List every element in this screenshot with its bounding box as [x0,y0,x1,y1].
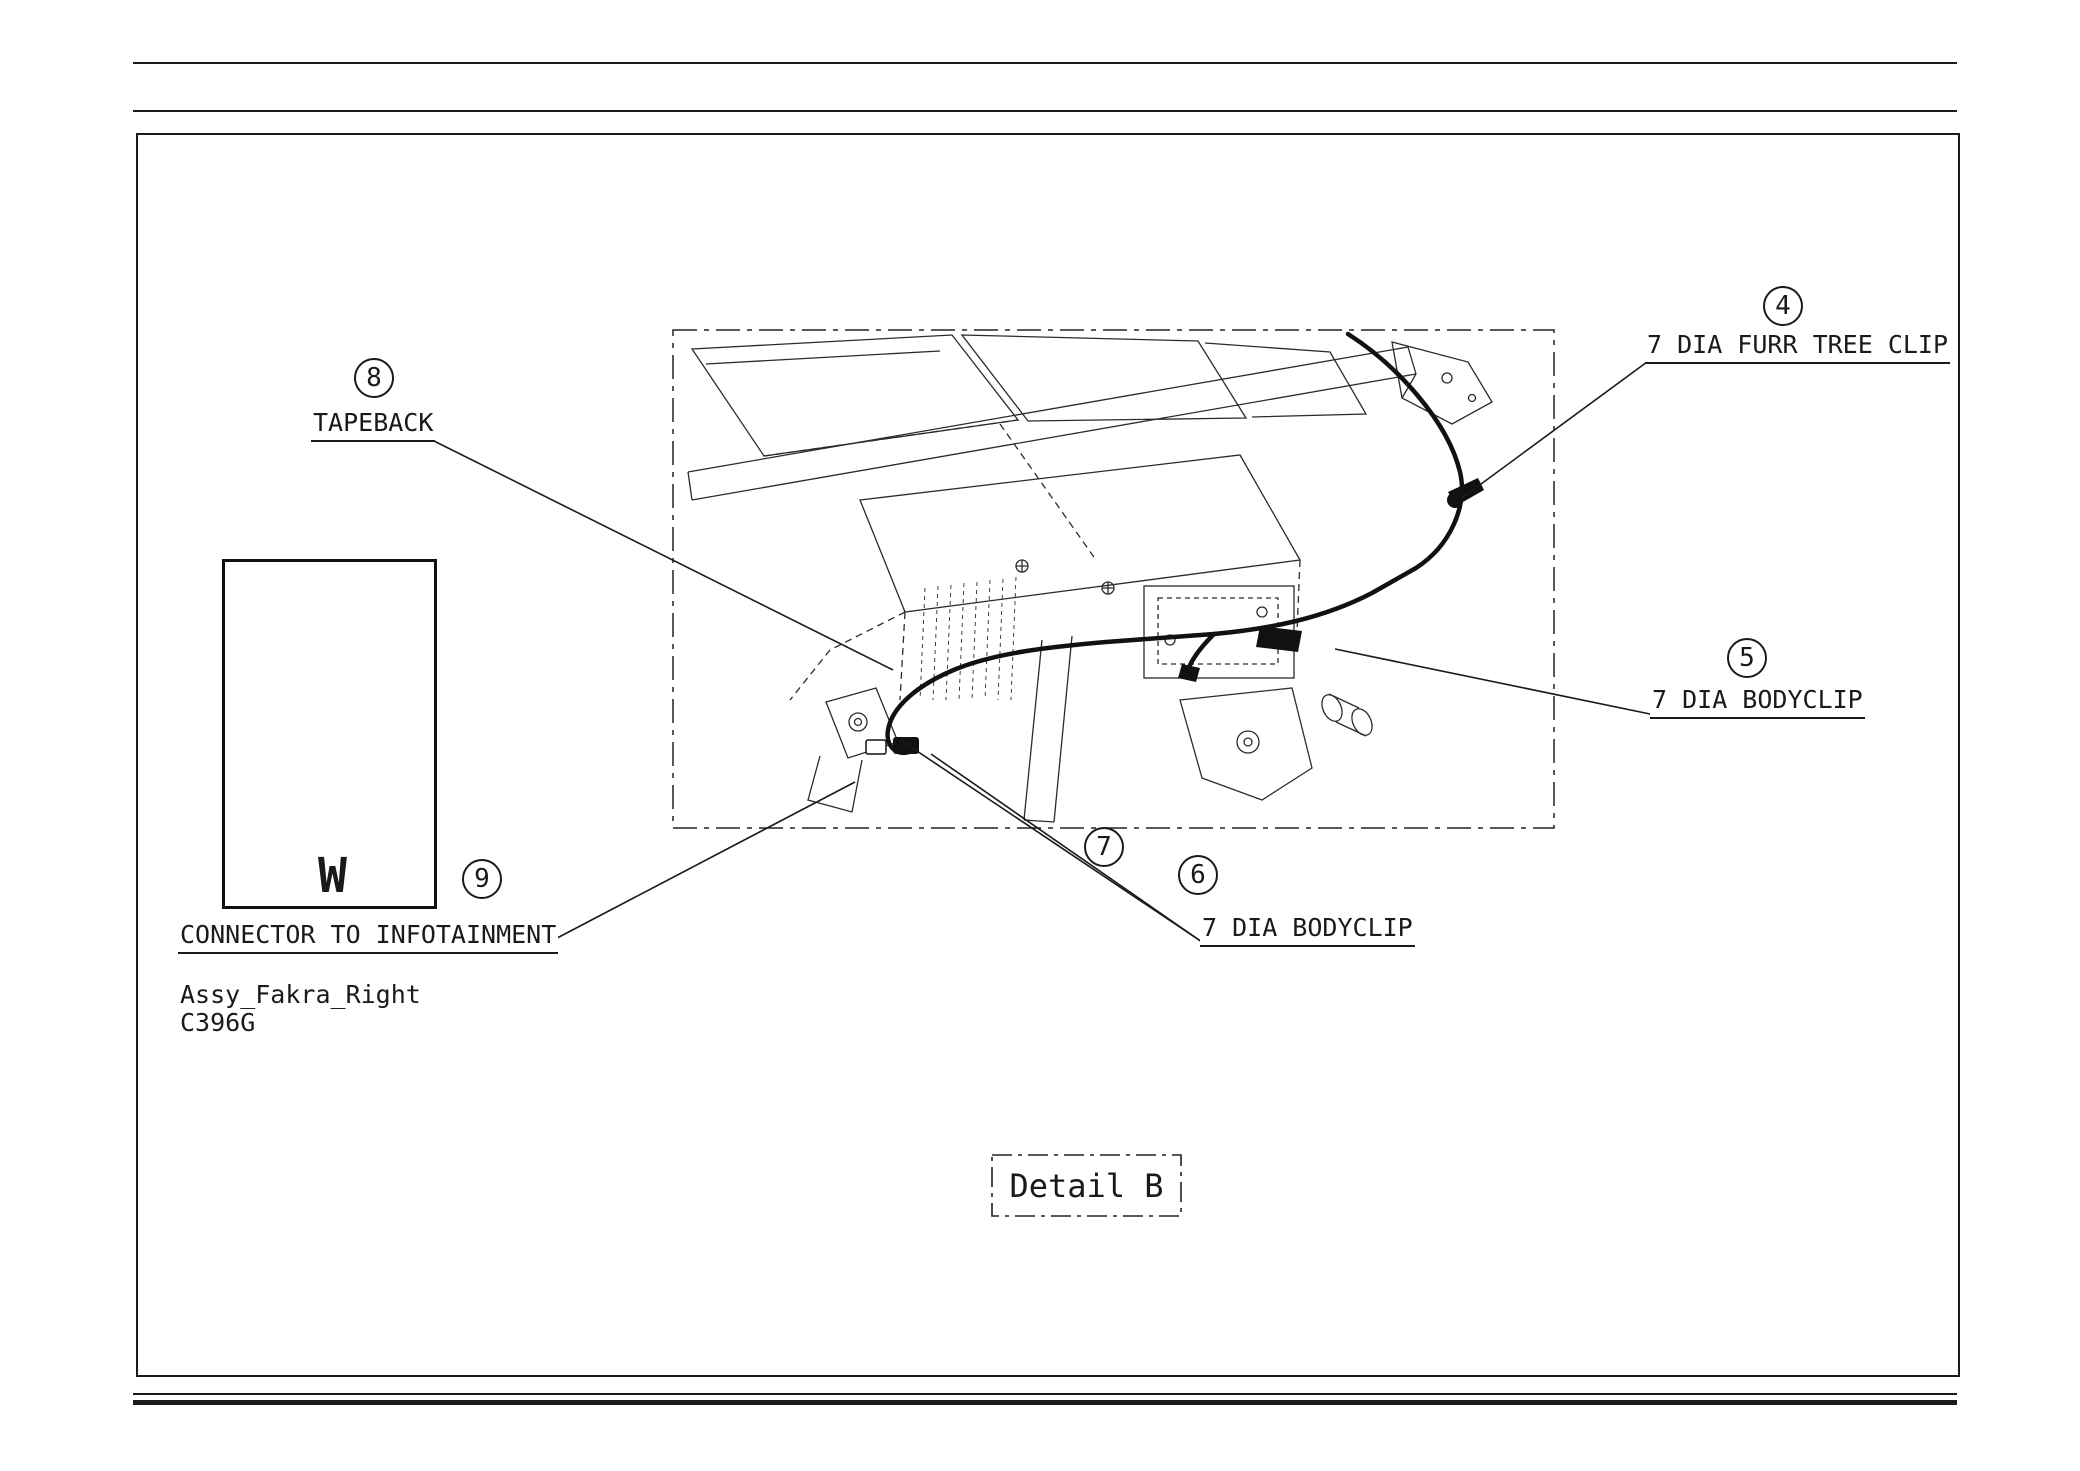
callout-label-furr-tree-clip: 7 DIA FURR TREE CLIP [1645,330,1951,364]
harness-clips [893,478,1484,754]
callout-number-7: 7 [1096,832,1112,862]
callout-balloon-6: 6 [1178,855,1218,895]
callout-balloon-8: 8 [354,358,394,398]
callout-number-8: 8 [366,363,382,393]
harness-end-connector [865,739,887,755]
callout-label-tapeback: TAPEBACK [311,408,436,442]
part-name-text: Assy_Fakra_Right [180,980,421,1009]
callout-label-bodyclip-6-7: 7 DIA BODYCLIP [1200,913,1415,947]
callout-label-connector-infotainment: CONNECTOR TO INFOTAINMENT [178,920,559,954]
detail-label: Detail B [1009,1166,1164,1205]
callout-number-9: 9 [474,864,490,894]
top-rule-2 [133,110,1957,112]
vehicle-structure [687,334,1493,823]
connector-id-text: C396G [180,1008,256,1037]
callout-label-bodyclip-5: 7 DIA BODYCLIP [1650,685,1865,719]
top-rule-1 [133,62,1957,64]
bottom-rule-thin [133,1393,1957,1395]
leader-lines [427,361,1651,948]
callout-number-6: 6 [1190,860,1206,890]
inset-connector-box [222,559,437,909]
callout-balloon-9: 9 [462,859,502,899]
inset-marking-w: W [318,848,347,904]
view-frame [672,329,1555,829]
callout-balloon-4: 4 [1763,286,1803,326]
detail-label-frame [991,1154,1182,1217]
harness-cable [885,331,1465,756]
callout-balloon-5: 5 [1727,638,1767,678]
drawing-border [136,133,1960,1377]
callout-balloon-7: 7 [1084,827,1124,867]
bottom-rule-thick [133,1400,1957,1405]
callout-number-4: 4 [1775,291,1791,321]
callout-number-5: 5 [1739,643,1755,673]
